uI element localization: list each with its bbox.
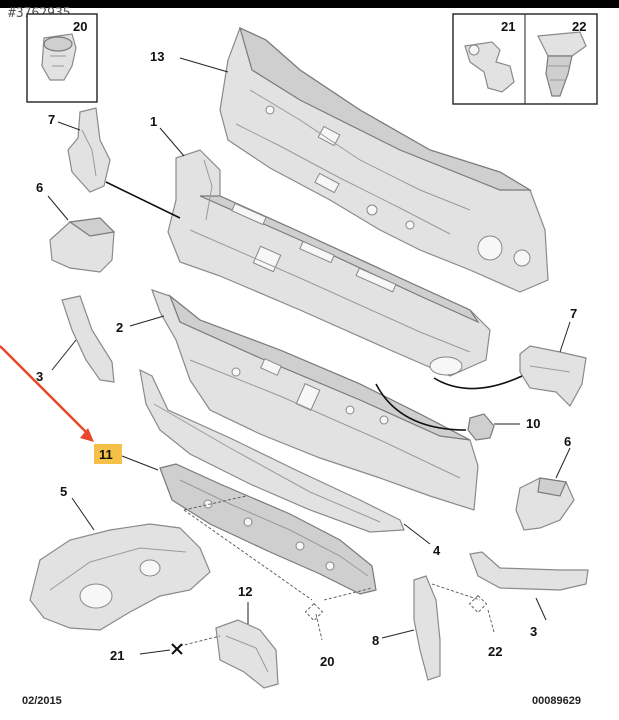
callout-7-right: 7 (570, 306, 577, 321)
part-7-right (519, 345, 587, 407)
part-6-left (49, 217, 116, 273)
highlight-11 (94, 444, 122, 464)
part-10-clip (467, 413, 495, 441)
part-4-lower-strip (139, 368, 405, 533)
callout-22-inset: 22 (572, 19, 586, 34)
callout-7-left: 7 (48, 112, 55, 127)
footer-doc-number: 00089629 (532, 695, 581, 707)
dashed-relation-lines (179, 495, 495, 647)
callout-20-inset: 20 (73, 19, 87, 34)
top-bar (0, 0, 619, 8)
part-13-bulkhead-panel (219, 26, 549, 293)
callout-6-right: 6 (564, 434, 571, 449)
red-arrow-head (80, 428, 94, 442)
footer-date: 02/2015 (22, 695, 62, 707)
part-2-lower-cowl-panel (151, 289, 479, 511)
callout-20: 20 (320, 654, 334, 669)
callout-6-left: 6 (36, 180, 43, 195)
callout-21-inset: 21 (501, 19, 515, 34)
callout-22: 22 (488, 644, 502, 659)
callout-1: 1 (150, 114, 157, 129)
callout-13: 13 (150, 49, 164, 64)
part-3-left (61, 295, 115, 383)
part-3-right (469, 551, 589, 591)
callout-21: 21 (110, 648, 124, 663)
marker-21 (171, 643, 183, 655)
part-8-pillar (413, 575, 441, 681)
callout-8: 8 (372, 633, 379, 648)
part-5-side-bracket (29, 523, 211, 631)
callout-3-left: 3 (36, 369, 43, 384)
inset-box-21-22 (452, 13, 598, 105)
callout-12: 12 (238, 584, 252, 599)
part-1-cowl-crossmember (167, 149, 491, 377)
callout-2: 2 (116, 320, 123, 335)
callout-5: 5 (60, 484, 67, 499)
inset-box-20 (26, 13, 98, 103)
part-12-bracket (215, 619, 279, 689)
part-6-right (515, 477, 575, 531)
callout-11: 11 (99, 447, 113, 462)
part-7-left (67, 107, 111, 193)
callout-3-right: 3 (530, 624, 537, 639)
leader-lines (47, 57, 571, 655)
callout-4: 4 (433, 543, 441, 558)
part-11-bracket (159, 463, 377, 595)
callout-10: 10 (526, 416, 540, 431)
red-arrow-line (0, 345, 91, 437)
